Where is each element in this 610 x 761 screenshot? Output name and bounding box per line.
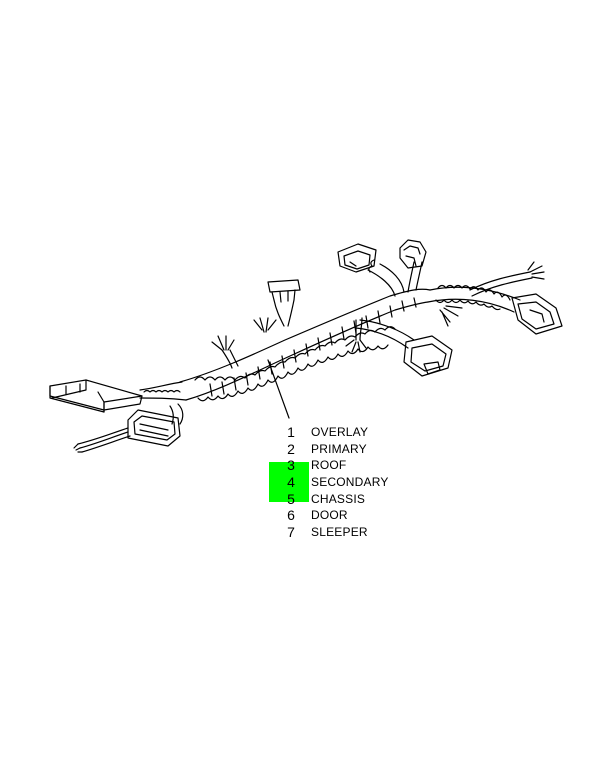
connector-mid-right [403,335,453,377]
callout-leader-line [267,359,290,419]
connector-left-end [49,379,143,413]
wire-stubs [211,305,463,369]
harness-trunk [179,288,431,402]
legend-label: ROOF [311,458,347,473]
legend-label: SECONDARY [311,475,389,490]
connector-lower-left [127,403,184,447]
legend-number: 4 [287,474,295,491]
highlight-box-items-3-5 [269,462,309,502]
legend-label: DOOR [311,508,348,523]
legend-label: CHASSIS [311,491,366,506]
legend-number: 2 [287,440,295,457]
legend-number: 7 [287,524,295,541]
legend-number: 3 [287,457,295,474]
harness-top-branches [367,259,423,297]
harness-left-branch [139,381,187,401]
legend-number: 5 [287,490,295,507]
legend-number: 1 [287,424,295,440]
harness-lower-right-branch [355,319,415,349]
legend-label: OVERLAY [311,425,369,439]
connector-far-right [511,293,563,335]
harness-right-branch [427,261,545,313]
wires-lower-left [73,427,131,453]
connector-upper-small [267,279,301,327]
legend-label: PRIMARY [311,441,367,456]
legend-number: 6 [287,507,295,524]
connector-top-right [399,239,427,269]
legend-label: SLEEPER [311,525,368,540]
connector-top-left [337,243,377,273]
